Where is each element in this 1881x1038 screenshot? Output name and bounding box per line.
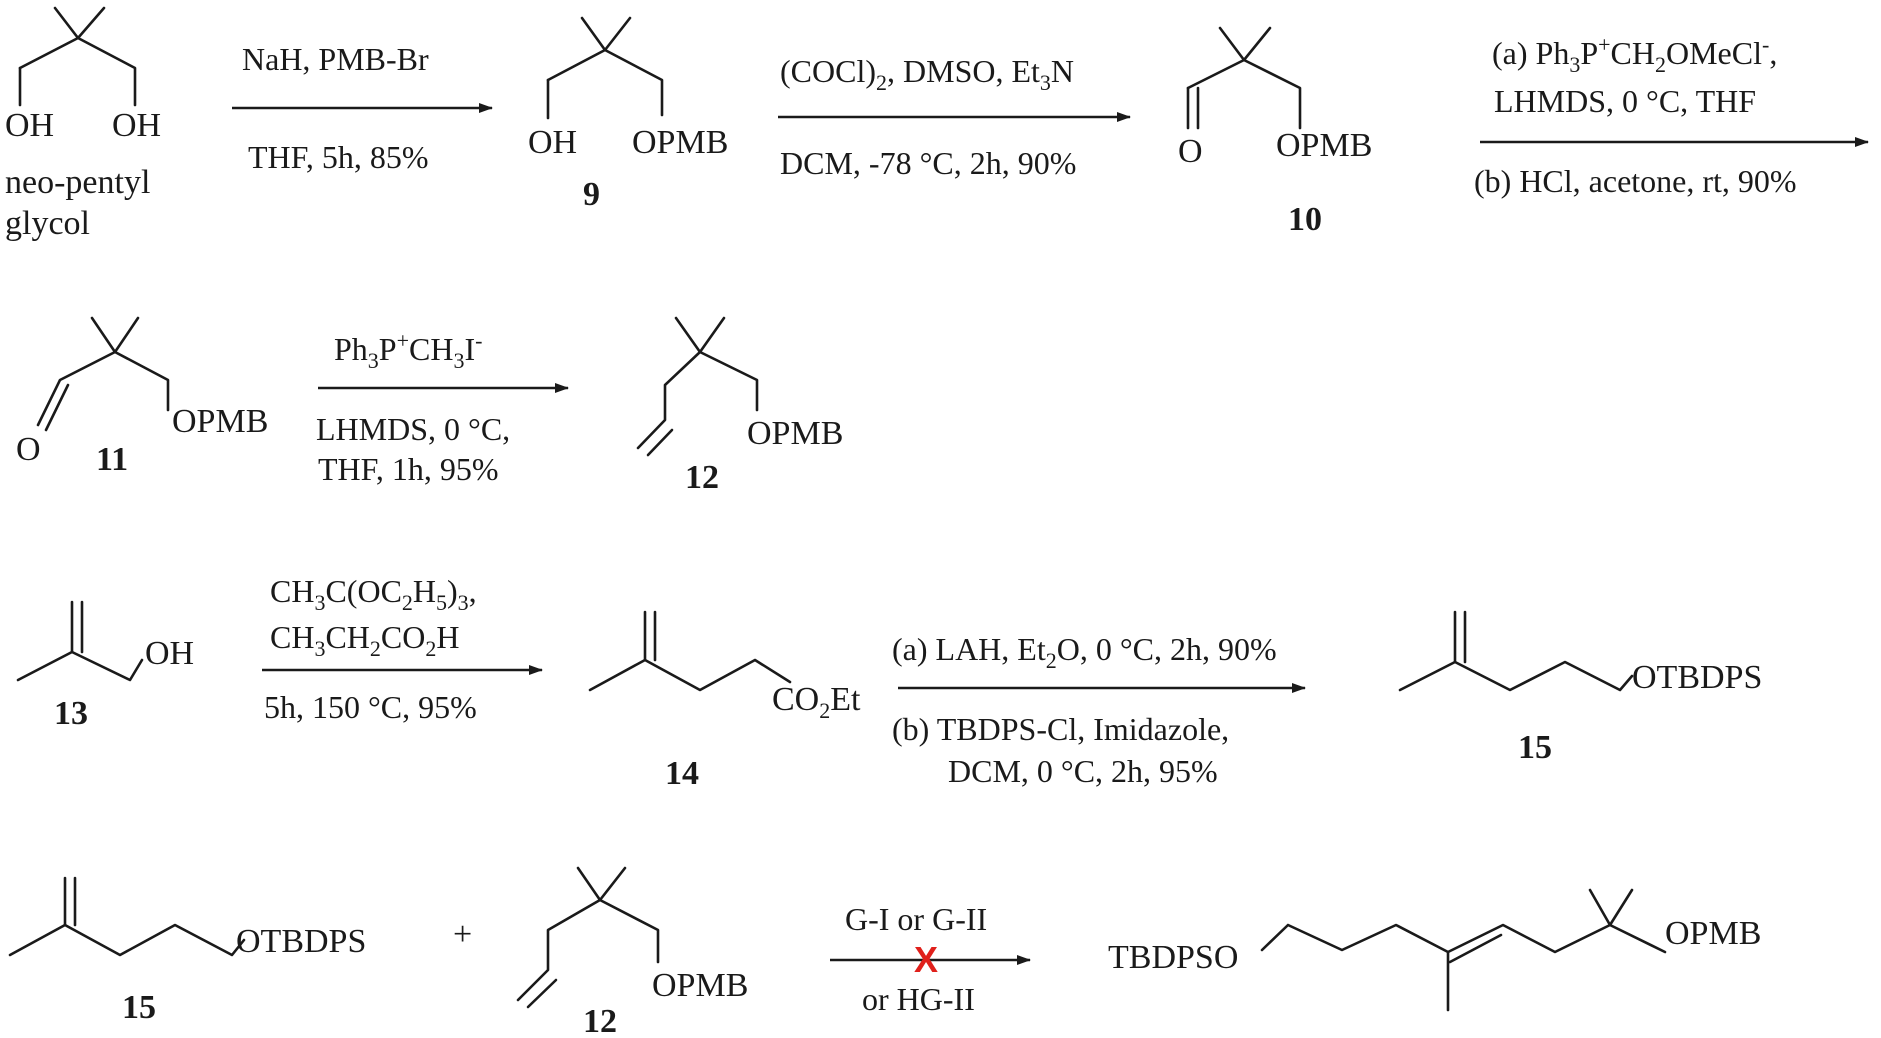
compound-12-structure-row4: OPMB 12 [516, 866, 748, 1038]
start-oh-left: OH [5, 107, 54, 144]
step3-reagents-a-line2: LHMDS, 0 °C, THF [1494, 83, 1756, 119]
row3-step1-conditions: 5h, 150 °C, 95% [264, 689, 477, 725]
metathesis-catalysts: G-I or G-II [845, 901, 987, 937]
compound-15-structure-row4: OTBDPS 15 [8, 876, 366, 1026]
compound-9-structure: OH OPMB 9 [528, 16, 728, 213]
compound-13-number: 13 [54, 695, 88, 732]
row3-step1-reagent2: CH3CH2CO2H [270, 619, 459, 661]
step3-arrow: (a) Ph3P+CH2OMeCl-, LHMDS, 0 °C, THF (b)… [1474, 32, 1869, 199]
cpd9-oh: OH [528, 124, 577, 161]
step1-arrow: NaH, PMB-Br THF, 5h, 85% [232, 41, 493, 175]
neopentyl-glycol-structure: OH OH neo-pentyl glycol [5, 6, 161, 242]
compound-14-structure: CO2Et 14 [588, 610, 861, 792]
row4-compound-15-number: 15 [122, 989, 156, 1026]
step2-arrow: (COCl)2, DMSO, Et3N DCM, -78 °C, 2h, 90% [778, 53, 1131, 181]
compound-14-number: 14 [665, 755, 699, 792]
product-tbdpso: TBDPSO [1108, 939, 1238, 976]
row3-step2-arrow: (a) LAH, Et2O, 0 °C, 2h, 90% (b) TBDPS-C… [892, 631, 1306, 789]
row2-conditions-1: LHMDS, 0 °C, [316, 411, 510, 447]
reaction-failed-x-mark: X [914, 939, 938, 980]
row3-step1-arrow: CH3C(OC2H5)3, CH3CH2CO2H 5h, 150 °C, 95% [262, 573, 543, 725]
step2-reagents: (COCl)2, DMSO, Et3N [780, 53, 1074, 95]
row3-step2-conditions-b: DCM, 0 °C, 2h, 95% [948, 753, 1218, 789]
cpd11-carbonyl-o: O [16, 431, 41, 468]
row3-step1-reagent1: CH3C(OC2H5)3, [270, 573, 477, 615]
metathesis-arrow: G-I or G-II X or HG-II [830, 901, 1031, 1017]
cpd9-opmb: OPMB [632, 124, 728, 161]
compound-11-structure: O OPMB 11 [16, 316, 268, 478]
step3-reagents-b: (b) HCl, acetone, rt, 90% [1474, 163, 1797, 199]
row3-step2-reagents-a: (a) LAH, Et2O, 0 °C, 2h, 90% [892, 631, 1277, 673]
metathesis-catalyst-alt: or HG-II [862, 981, 975, 1017]
step1-reagents: NaH, PMB-Br [242, 41, 429, 77]
cpd12-opmb: OPMB [747, 415, 843, 452]
cpd15-otbdps: OTBDPS [1632, 659, 1762, 696]
plus-sign: + [453, 916, 472, 953]
row2-reagents: Ph3P+CH3I- [334, 328, 482, 373]
cpd14-ester: CO2Et [772, 681, 861, 723]
cpd10-opmb: OPMB [1276, 127, 1372, 164]
row2-conditions-2: THF, 1h, 95% [318, 451, 499, 487]
row4-cpd15-otbdps: OTBDPS [236, 923, 366, 960]
compound-10-number: 10 [1288, 201, 1322, 238]
row2-arrow: Ph3P+CH3I- LHMDS, 0 °C, THF, 1h, 95% [316, 328, 569, 487]
product-opmb: OPMB [1665, 915, 1761, 952]
cpd10-carbonyl-o: O [1178, 133, 1203, 170]
compound-15-structure-row3: OTBDPS 15 [1398, 610, 1762, 766]
row4-cpd12-opmb: OPMB [652, 967, 748, 1004]
step2-conditions: DCM, -78 °C, 2h, 90% [780, 145, 1076, 181]
row3-step2-reagents-b: (b) TBDPS-Cl, Imidazole, [892, 711, 1229, 747]
compound-15-number: 15 [1518, 729, 1552, 766]
step1-conditions: THF, 5h, 85% [248, 139, 429, 175]
compound-12-structure-row2: OPMB 12 [636, 316, 843, 496]
cpd11-opmb: OPMB [172, 403, 268, 440]
compound-13-structure: OH 13 [16, 600, 194, 732]
start-oh-right: OH [112, 107, 161, 144]
compound-10-structure: O OPMB 10 [1178, 26, 1372, 238]
compound-11-number: 11 [96, 441, 128, 478]
compound-9-number: 9 [583, 176, 600, 213]
row4-compound-12-number: 12 [583, 1003, 617, 1038]
start-name-line2: glycol [5, 205, 90, 242]
compound-12-number: 12 [685, 459, 719, 496]
cpd13-oh: OH [145, 635, 194, 672]
step3-reagents-a: (a) Ph3P+CH2OMeCl-, [1492, 32, 1777, 77]
target-product-structure: TBDPSO OPMB [1108, 888, 1761, 1012]
start-name-line1: neo-pentyl [5, 164, 150, 201]
